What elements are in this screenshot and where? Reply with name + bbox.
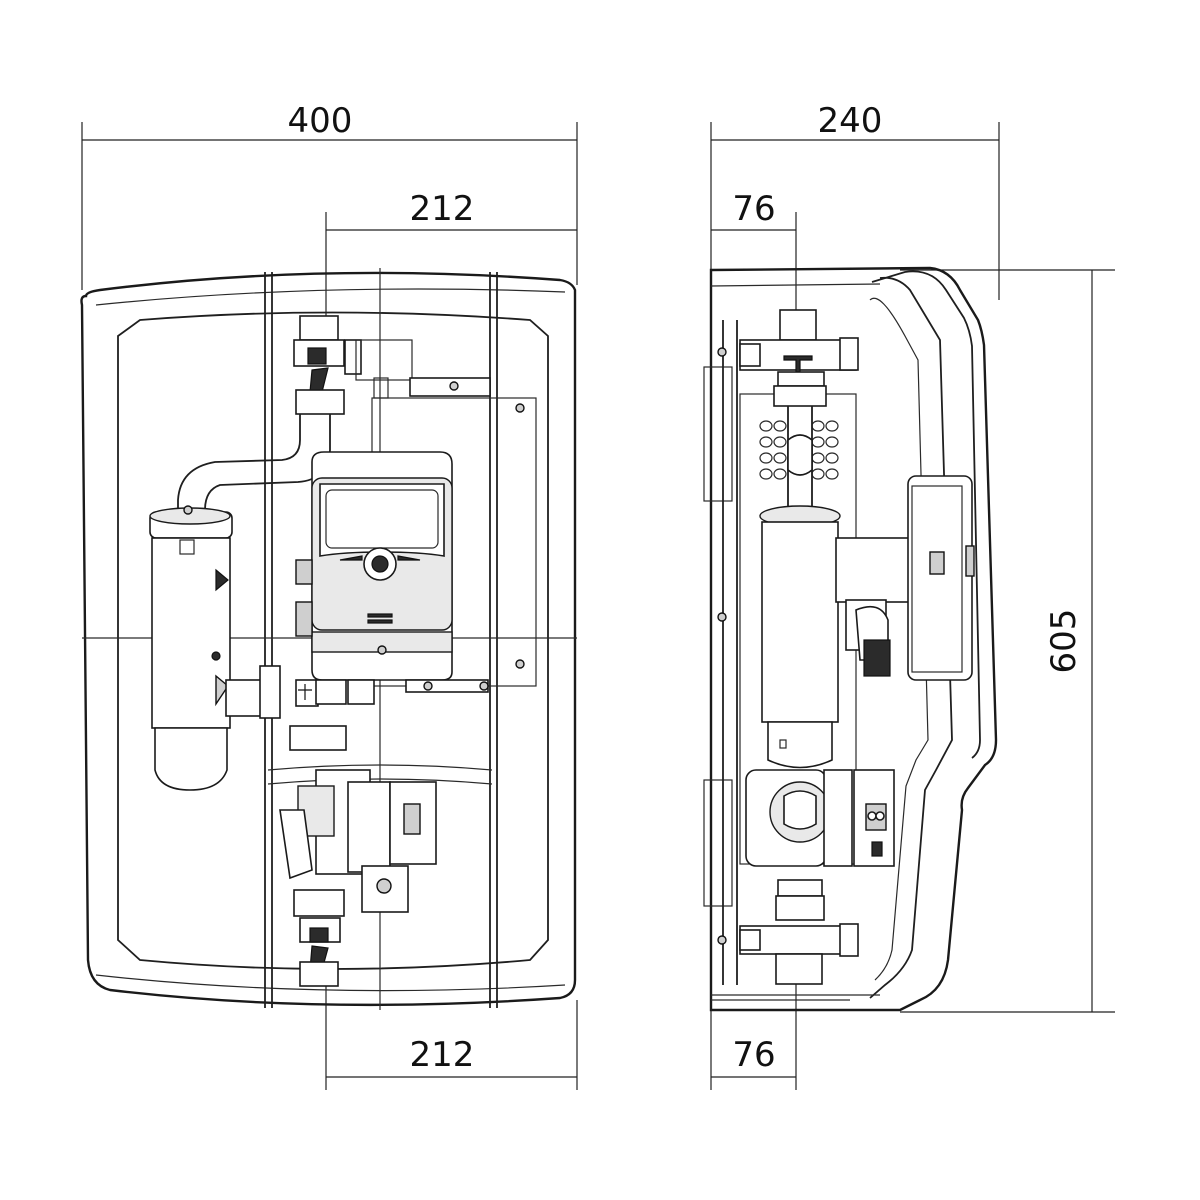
front-view [80, 268, 577, 1010]
side-bottom-valve [739, 879, 859, 985]
dim-side-offset-bottom: 76 [732, 1035, 775, 1075]
side-heater-vessel [759, 505, 911, 769]
side-housing-outline [709, 266, 998, 1012]
dim-front-width: 400 [288, 101, 353, 141]
front-top-valve [293, 315, 413, 415]
side-pump [745, 769, 895, 867]
side-view [703, 266, 998, 1012]
front-heater-vessel [149, 505, 233, 791]
front-pump [279, 769, 437, 913]
side-top-valve [739, 309, 859, 407]
dimension-labels: 400 212 212 240 76 76 605 [288, 101, 1084, 1075]
dimension-lines [81, 122, 1115, 1090]
side-controller [907, 475, 975, 681]
dim-front-offset-top: 212 [410, 189, 475, 229]
front-controller [295, 451, 453, 681]
dim-front-offset-bottom: 212 [410, 1035, 475, 1075]
front-bottom-valve [293, 889, 345, 987]
dim-side-offset-top: 76 [732, 189, 775, 229]
dim-side-height: 605 [1044, 609, 1084, 674]
front-housing-outline [80, 271, 577, 1007]
front-cover-panel [117, 311, 549, 970]
dim-side-depth: 240 [818, 101, 883, 141]
